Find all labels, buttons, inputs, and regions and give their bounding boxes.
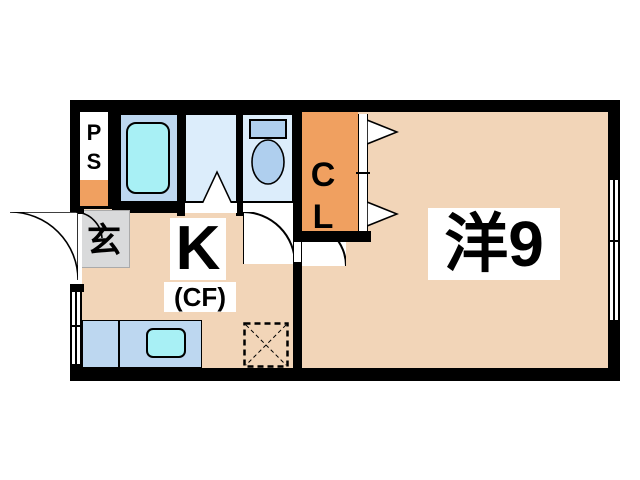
- closet-wall-left: [293, 112, 302, 242]
- genkan-inner-door[interactable]: [76, 212, 104, 240]
- pipe-shaft-label-s: S: [86, 149, 102, 174]
- kitchen-window-sill-top: [70, 286, 84, 292]
- main-room-window-mullion: [613, 180, 615, 320]
- wall-wet-bottom-gap-toilet: [243, 203, 294, 213]
- entrance-door[interactable]: [8, 212, 78, 284]
- closet-door-midmark: [356, 172, 370, 174]
- wall-bottom: [70, 368, 620, 381]
- washing-machine-space: [243, 322, 289, 368]
- counter-divider: [118, 320, 120, 368]
- main-room-label: 洋9: [428, 208, 560, 280]
- kitchen-window-mullion: [75, 290, 77, 364]
- entrance-door-jamb-top: [70, 206, 84, 214]
- kitchen-window-center-mark: [70, 325, 82, 327]
- toilet-door[interactable]: [243, 212, 295, 264]
- pipe-shaft-inner: [80, 112, 108, 180]
- pipe-shaft-orange-block: [80, 180, 108, 206]
- wall-right-lower: [608, 318, 620, 381]
- bathtub: [126, 122, 170, 194]
- wall-wet-divider-3: [236, 112, 243, 216]
- kitchen-sink: [146, 328, 186, 358]
- wall-wet-divider-2: [177, 112, 185, 216]
- closet-interior: [302, 112, 358, 231]
- wall-center-vertical: [293, 260, 302, 368]
- main-room-window-center-mark: [608, 240, 620, 242]
- wall-wet-bottom-gap-washroom: [185, 203, 237, 213]
- wall-wet-divider-1: [112, 112, 120, 216]
- toilet-fixture: [249, 119, 287, 185]
- genkan-floor: [74, 210, 130, 268]
- washroom-door[interactable]: [200, 170, 234, 206]
- closet-door-upper[interactable]: [367, 118, 399, 146]
- kitchen-label: K: [170, 218, 226, 280]
- pipe-shaft-label-p: P: [86, 120, 102, 145]
- closet-label-c: C: [310, 156, 336, 194]
- kitchen-to-room-opening: [293, 224, 302, 262]
- closet-wall-bottom: [293, 231, 371, 242]
- closet-label-l: L: [312, 198, 334, 236]
- closet-door-lower[interactable]: [367, 200, 399, 228]
- kitchen-flooring-label: (CF): [164, 282, 236, 312]
- wall-top: [70, 100, 620, 112]
- genkan-label: 玄: [87, 222, 121, 260]
